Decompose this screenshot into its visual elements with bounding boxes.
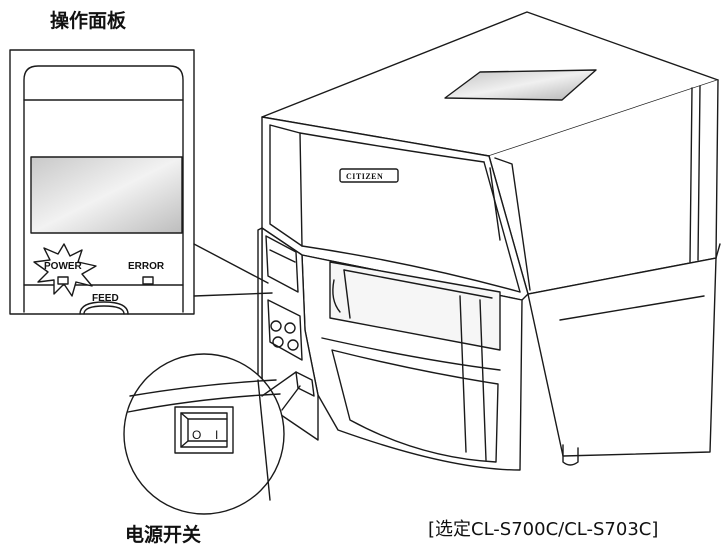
front-upper-cover [261,116,531,301]
left-control-column [257,227,319,441]
lcd-screen [30,156,183,234]
front-lower-section [301,254,523,471]
power-switch-inset [123,353,285,515]
top-viewing-window [444,69,597,101]
panel-callout-line [193,243,273,297]
error-led-indicator [142,276,154,285]
panel-button-1 [270,320,282,332]
panel-button-4 [287,339,299,351]
brand-logo-plate [339,168,399,183]
switch-on-mark: I [215,428,219,442]
feed-button-label: FEED [92,293,119,304]
operation-panel-inset [9,49,195,315]
feed-button-shape [79,301,129,315]
power-switch-label: 电源开关 [125,524,202,546]
switch-callout-line [261,371,301,411]
brand-logo-text: CITIZEN [346,172,384,181]
error-led-label: ERROR [128,261,165,272]
model-note-label: [选定CL-S700C/CL-S703C] [428,519,659,540]
switch-off-mark: O [192,428,202,442]
power-led-label: POWER [44,261,82,272]
operation-panel-label: 操作面板 [50,10,127,32]
panel-button-2 [284,322,296,334]
power-led-indicator [57,276,69,285]
